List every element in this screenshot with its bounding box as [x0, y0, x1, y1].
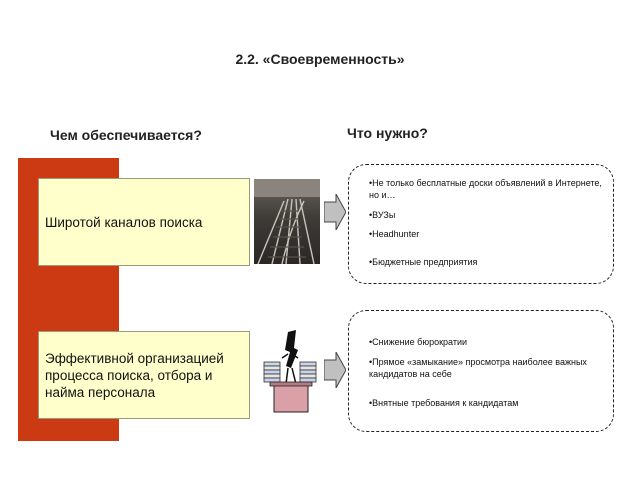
needs-item: •Headhunter [369, 229, 420, 239]
right-column-heading: Что нужно? [347, 125, 428, 141]
factor-box-channels: Широтой каналов поиска [38, 178, 250, 266]
factor-label: Эффективной организацией процесса поиска… [45, 350, 224, 400]
left-column-heading: Чем обеспечивается? [50, 127, 202, 143]
factor-box-process: Эффективной организацией процесса поиска… [38, 331, 250, 419]
needs-panel-process: •Снижение бюрократии •Прямое «замыкание»… [348, 310, 614, 432]
office-desk-papers-clipart [263, 330, 317, 413]
factor-label: Широтой каналов поиска [45, 214, 203, 230]
needs-item: •ВУЗы [369, 210, 396, 220]
needs-item: •Внятные требования к кандидатам [369, 398, 519, 408]
needs-item: •Прямое «замыкание» просмотра наиболее в… [369, 357, 587, 379]
arrow-right-icon [324, 352, 346, 388]
needs-item: •Снижение бюрократии [369, 337, 468, 347]
railway-tracks-photo [254, 179, 320, 264]
slide-title: 2.2. «Своевременность» [235, 51, 405, 67]
needs-panel-channels: •Не только бесплатные доски объявлений в… [348, 164, 614, 284]
needs-item: •Не только бесплатные доски объявлений в… [369, 178, 602, 200]
needs-item: •Бюджетные предприятия [369, 257, 478, 267]
arrow-right-icon [324, 194, 346, 230]
